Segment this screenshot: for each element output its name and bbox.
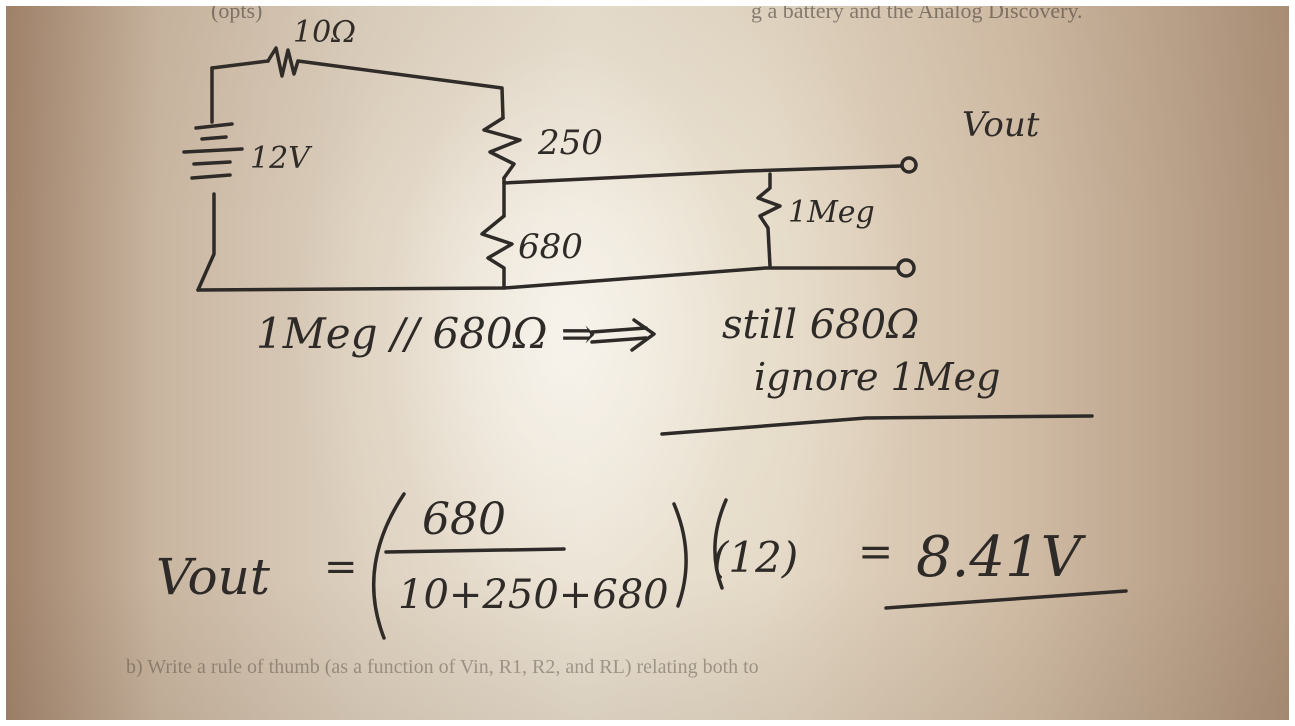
resistor-1meg-zigzag bbox=[756, 172, 782, 268]
label-1meg: 1Meg bbox=[788, 195, 875, 230]
note-ignore-1meg: ignore 1Meg bbox=[754, 355, 1000, 399]
underline-note bbox=[660, 414, 1094, 436]
equation-numerator: 680 bbox=[422, 494, 506, 545]
label-battery-12v: 12V bbox=[250, 141, 313, 176]
terminal-top bbox=[900, 156, 918, 174]
resistor-680-zigzag bbox=[480, 214, 514, 290]
label-10-ohm: 10Ω bbox=[293, 15, 356, 50]
resistor-250-zigzag bbox=[482, 116, 522, 180]
note-parallel: 1Meg // 680Ω ⇒ bbox=[256, 309, 596, 358]
factor-paren-left bbox=[713, 498, 728, 590]
label-vout: Vout bbox=[962, 105, 1040, 145]
implies-arrow-head bbox=[630, 318, 656, 352]
left-paren bbox=[371, 492, 406, 640]
terminal-bottom bbox=[896, 258, 916, 278]
top-wire-right bbox=[296, 59, 505, 120]
battery-plate-1 bbox=[194, 122, 234, 130]
equation-factor-12: (12) bbox=[712, 533, 798, 582]
fraction-bar bbox=[384, 547, 566, 554]
right-paren bbox=[672, 502, 688, 608]
printed-text-top-left: (opts) bbox=[211, 6, 263, 23]
equation-result: 8.41V bbox=[916, 525, 1087, 590]
equation-vout: Vout bbox=[156, 548, 271, 606]
handwriting-layer: 10Ω 12V 250 680 1Meg Vout 1Meg // 680Ω ⇒… bbox=[156, 15, 1128, 640]
battery-plate-3 bbox=[182, 147, 244, 154]
equation-equals-1: = bbox=[324, 544, 358, 590]
resistor-10-zigzag bbox=[266, 46, 300, 78]
photo-of-handwritten-circuit: (opts) g a battery and the Analog Discov… bbox=[6, 6, 1289, 720]
label-250: 250 bbox=[537, 123, 603, 163]
equation-equals-2: = bbox=[858, 527, 893, 576]
equation-denominator: 10+250+680 bbox=[398, 572, 669, 618]
battery-plate-2 bbox=[200, 135, 228, 141]
implies-arrow-line1 bbox=[590, 326, 648, 334]
branch-wire bbox=[502, 164, 903, 185]
top-wire-left bbox=[210, 59, 270, 70]
left-wire-bottom bbox=[196, 192, 216, 292]
battery-plate-4 bbox=[192, 160, 232, 166]
printed-text-bottom: b) Write a rule of thumb (as a function … bbox=[126, 656, 759, 678]
bottom-wire bbox=[196, 266, 898, 292]
battery-plate-5 bbox=[190, 173, 232, 180]
label-680: 680 bbox=[518, 227, 583, 267]
note-still-680: still 680Ω bbox=[722, 302, 919, 348]
underline-result bbox=[884, 589, 1128, 610]
printed-text-top-right: g a battery and the Analog Discovery. bbox=[751, 6, 1083, 23]
implies-arrow-line2 bbox=[590, 336, 648, 344]
